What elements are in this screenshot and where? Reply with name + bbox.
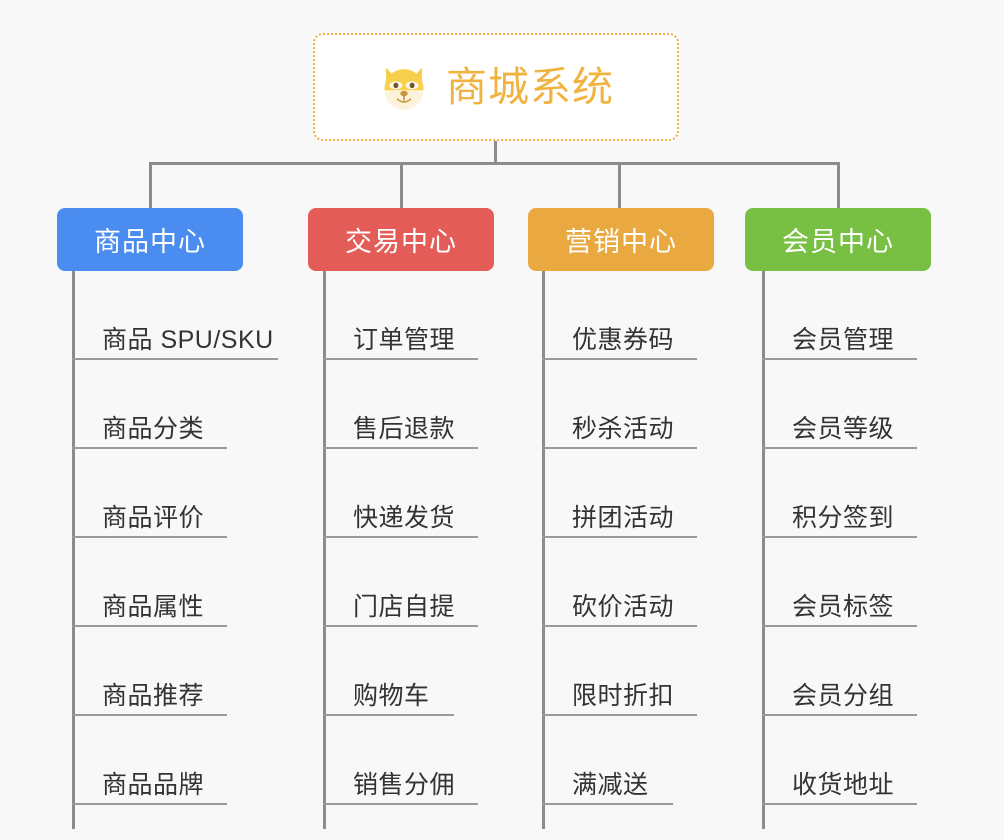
leaf-item-label: 秒杀活动	[572, 414, 675, 443]
leaf-underline	[762, 625, 917, 627]
leaf-item[interactable]: 商品评价	[72, 449, 274, 538]
leaf-item-label: 限时折扣	[572, 681, 675, 710]
leaf-item-label: 满减送	[572, 770, 649, 799]
leaf-underline	[323, 358, 478, 360]
leaf-underline	[762, 803, 917, 805]
leaf-spine-connector	[323, 271, 326, 829]
leaf-item[interactable]: 秒杀活动	[542, 360, 697, 449]
leaf-item-label: 会员等级	[792, 414, 895, 443]
branch-drop-connector-4	[837, 162, 840, 208]
leaf-column-会员中心: 会员管理 会员等级 积分签到 会员标签 会员分组 收货地址	[762, 271, 917, 829]
leaf-underline	[323, 447, 478, 449]
leaf-column-交易中心: 订单管理 售后退款 快递发货 门店自提 购物车 销售分佣	[323, 271, 478, 829]
leaf-spine-connector	[72, 271, 75, 829]
leaf-item-label: 订单管理	[353, 325, 456, 354]
leaf-item[interactable]: 砍价活动	[542, 538, 697, 627]
leaf-item[interactable]: 满减送	[542, 716, 674, 805]
leaf-item[interactable]: 销售分佣	[323, 716, 478, 805]
root-title: 商城系统	[446, 63, 614, 110]
leaf-item-label: 销售分佣	[353, 770, 456, 799]
leaf-underline	[72, 447, 227, 449]
horizontal-bus-connector	[149, 162, 840, 165]
leaf-item[interactable]: 快递发货	[323, 449, 478, 538]
leaf-item[interactable]: 商品推荐	[72, 627, 274, 716]
leaf-underline	[542, 358, 697, 360]
leaf-item-label: 商品评价	[102, 503, 205, 532]
branch-drop-connector-1	[149, 162, 152, 208]
leaf-item[interactable]: 收货地址	[762, 716, 917, 805]
leaf-item-label: 购物车	[353, 681, 430, 710]
dog-face-icon	[378, 61, 430, 113]
leaf-item-label: 拼团活动	[572, 503, 675, 532]
leaf-underline	[762, 536, 917, 538]
leaf-item-label: 商品 SPU/SKU	[102, 325, 274, 354]
leaf-item[interactable]: 商品属性	[72, 538, 274, 627]
leaf-item-label: 商品推荐	[102, 681, 205, 710]
leaf-underline	[762, 447, 917, 449]
leaf-item[interactable]: 会员分组	[762, 627, 917, 716]
leaf-item-label: 优惠券码	[572, 325, 675, 354]
leaf-item[interactable]: 优惠券码	[542, 271, 697, 360]
leaf-item[interactable]: 门店自提	[323, 538, 478, 627]
leaf-underline	[762, 714, 917, 716]
leaf-column-商品中心: 商品 SPU/SKU 商品分类 商品评价 商品属性 商品推荐 商品品牌	[72, 271, 278, 829]
leaf-item[interactable]: 订单管理	[323, 271, 478, 360]
branch-node-商品中心[interactable]: 商品中心	[57, 208, 243, 271]
leaf-item[interactable]: 会员标签	[762, 538, 917, 627]
leaf-item-label: 售后退款	[353, 414, 456, 443]
leaf-underline	[542, 447, 697, 449]
leaf-underline	[72, 536, 227, 538]
leaf-underline	[72, 803, 227, 805]
leaf-underline	[542, 625, 697, 627]
leaf-underline	[323, 714, 454, 716]
leaf-item[interactable]: 购物车	[323, 627, 455, 716]
leaf-item[interactable]: 商品分类	[72, 360, 274, 449]
leaf-item-label: 会员标签	[792, 592, 895, 621]
branch-node-交易中心[interactable]: 交易中心	[308, 208, 494, 271]
leaf-spine-connector	[542, 271, 545, 829]
leaf-item-label: 会员管理	[792, 325, 895, 354]
leaf-item[interactable]: 商品品牌	[72, 716, 274, 805]
leaf-item-label: 积分签到	[792, 503, 895, 532]
leaf-item[interactable]: 限时折扣	[542, 627, 697, 716]
leaf-column-营销中心: 优惠券码 秒杀活动 拼团活动 砍价活动 限时折扣 满减送	[542, 271, 697, 829]
leaf-underline	[542, 714, 697, 716]
leaf-item[interactable]: 商品 SPU/SKU	[72, 271, 278, 360]
branch-node-会员中心[interactable]: 会员中心	[745, 208, 931, 271]
root-node[interactable]: 商城系统	[313, 33, 679, 141]
leaf-item-label: 商品分类	[102, 414, 205, 443]
leaf-item-label: 商品属性	[102, 592, 205, 621]
leaf-underline	[542, 536, 697, 538]
leaf-underline	[323, 625, 478, 627]
leaf-item-label: 会员分组	[792, 681, 895, 710]
leaf-item-label: 收货地址	[792, 770, 895, 799]
leaf-item-label: 门店自提	[353, 592, 456, 621]
leaf-item-label: 商品品牌	[102, 770, 205, 799]
branch-drop-connector-2	[400, 162, 403, 208]
leaf-underline	[542, 803, 673, 805]
leaf-underline	[323, 803, 478, 805]
branch-node-营销中心[interactable]: 营销中心	[528, 208, 714, 271]
leaf-underline	[72, 625, 227, 627]
leaf-underline	[762, 358, 917, 360]
branch-node-label: 营销中心	[565, 227, 677, 257]
leaf-item[interactable]: 会员等级	[762, 360, 917, 449]
leaf-underline	[72, 714, 227, 716]
leaf-item-label: 砍价活动	[572, 592, 675, 621]
root-stem-connector	[494, 141, 497, 164]
leaf-item-label: 快递发货	[353, 503, 456, 532]
branch-drop-connector-3	[618, 162, 621, 208]
leaf-spine-connector	[762, 271, 765, 829]
leaf-item[interactable]: 拼团活动	[542, 449, 697, 538]
leaf-item[interactable]: 售后退款	[323, 360, 478, 449]
branch-node-label: 交易中心	[345, 227, 457, 257]
leaf-item[interactable]: 积分签到	[762, 449, 917, 538]
branch-node-label: 会员中心	[782, 227, 894, 257]
leaf-underline	[323, 536, 478, 538]
branch-node-label: 商品中心	[94, 227, 206, 257]
leaf-item[interactable]: 会员管理	[762, 271, 917, 360]
leaf-underline	[72, 358, 278, 360]
